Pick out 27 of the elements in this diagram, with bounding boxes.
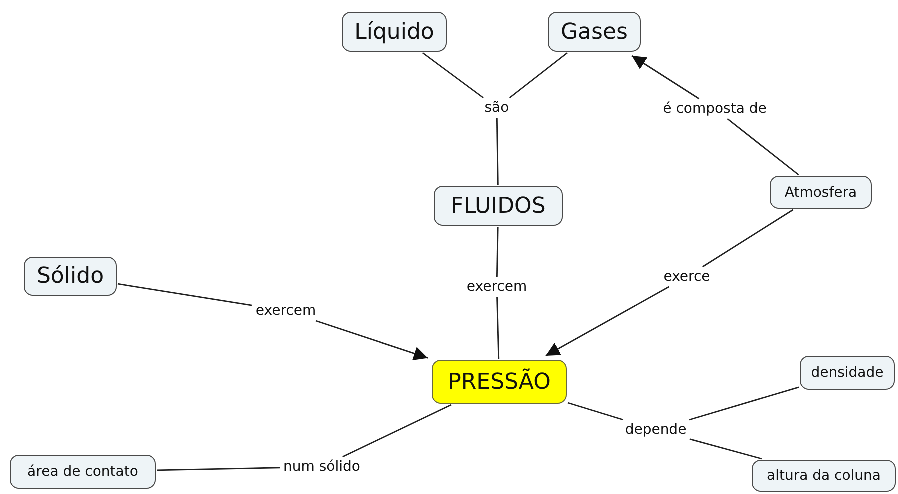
linking-phrase: depende [623,421,689,439]
concept-box: densidade [800,356,895,390]
connector-line [342,404,452,458]
connector-line [156,467,280,472]
arrow [316,320,428,360]
connector-line [509,52,568,99]
arrow [546,286,670,357]
concept-box: altura da coluna [752,460,896,492]
connector-line [727,118,800,176]
connector-line [496,296,500,360]
linking-phrase: é composta de [665,100,765,118]
connector-line [496,226,499,278]
concept-box: FLUIDOS [434,186,563,226]
arrow [632,55,700,100]
concept-box: área de contato [10,455,156,489]
connector-line [689,386,800,421]
connector-line [690,438,762,460]
connector-line [422,52,484,99]
connector-line [496,118,499,186]
concept-box: Sólido [24,257,117,296]
concept-box: Líquido [342,12,447,52]
concept-box: Gases [548,12,641,52]
connector-line [702,209,794,268]
concept-box: Atmosfera [770,176,872,209]
connector-line [568,402,624,421]
highlighted-concept-box: PRESSÃO [432,360,567,404]
connector-line [118,283,252,306]
